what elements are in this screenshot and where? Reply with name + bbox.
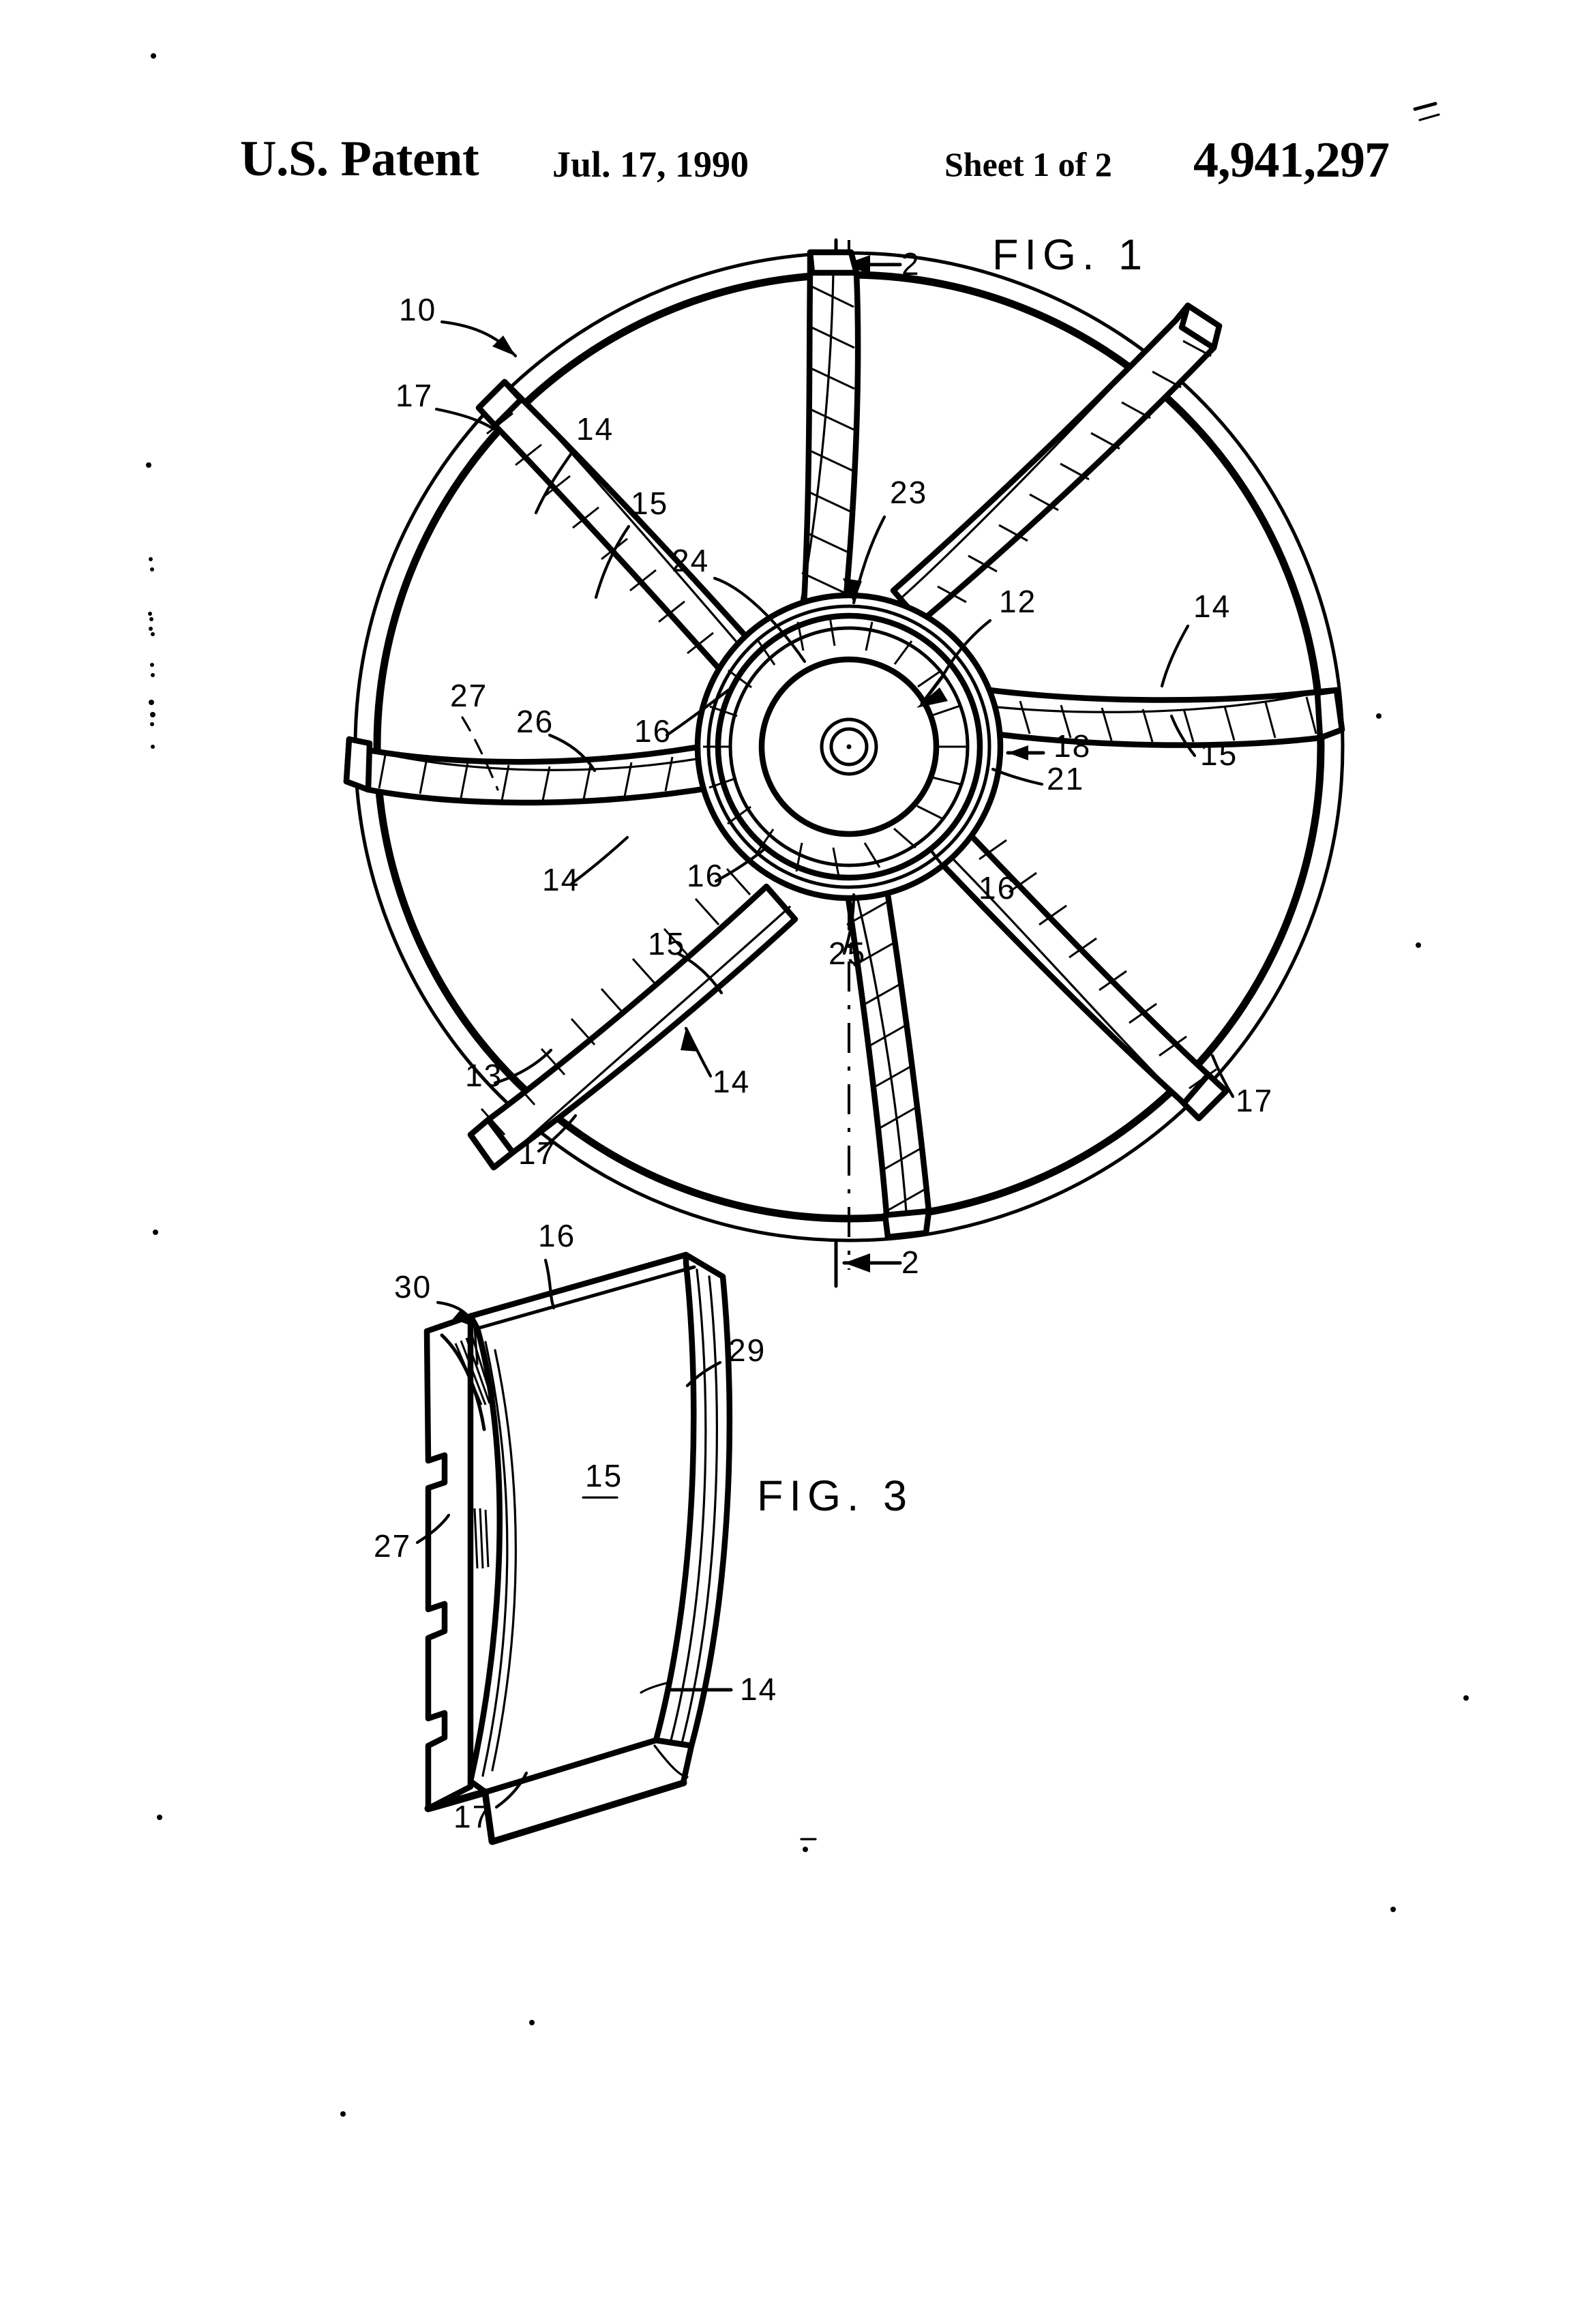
fig1-title: FIG. 1 xyxy=(992,231,1148,279)
patent-number: 4,941,297 xyxy=(1193,132,1390,188)
fan-blades xyxy=(343,249,1345,1240)
figure-3: FIG. 3 xyxy=(374,1218,913,1845)
fig3-leaders xyxy=(415,1258,733,1809)
blade xyxy=(951,683,1345,748)
ref-numeral: 24 xyxy=(672,543,709,578)
ref-numeral: 14 xyxy=(740,1671,777,1707)
ref-numeral: 26 xyxy=(516,704,554,739)
ref-numeral: 15 xyxy=(648,926,685,962)
section-marker-bottom: 2 xyxy=(842,1245,921,1280)
ref-numeral: 21 xyxy=(1047,761,1084,796)
ref-numeral: 27 xyxy=(450,678,488,713)
fig3-blade xyxy=(423,1251,733,1845)
ref-numeral: 15 xyxy=(1200,736,1238,772)
hub-rib-ring xyxy=(703,616,966,877)
ref-numeral: 14 xyxy=(576,411,614,447)
ref-numeral: 16 xyxy=(687,858,724,893)
ref-numeral: 23 xyxy=(890,475,927,510)
fig1-reference-numerals: 10 17 14 15 24 23 12 14 16 18 21 15 27 2… xyxy=(395,292,1273,1171)
fan-hub xyxy=(694,592,1004,902)
blade xyxy=(475,378,775,696)
ref-numeral: 14 xyxy=(713,1064,750,1099)
patent-date: Jul. 17, 1990 xyxy=(552,144,749,185)
ref-numeral: 16 xyxy=(979,870,1016,906)
ref-numeral: 14 xyxy=(542,862,580,897)
patent-office-label: U.S. Patent xyxy=(240,131,479,187)
ref-numeral: 17 xyxy=(453,1799,491,1834)
blade xyxy=(343,736,749,806)
scan-speckles xyxy=(146,53,1469,2117)
fig3-title: FIG. 3 xyxy=(757,1472,913,1520)
ref-numeral: 29 xyxy=(728,1332,766,1368)
ref-numeral-underlined: 15 xyxy=(582,1458,623,1499)
ref-numeral: 17 xyxy=(518,1135,556,1171)
blade xyxy=(890,302,1223,625)
blade xyxy=(919,806,1229,1122)
fig3-reference-numerals: 16 30 29 15 27 14 17 xyxy=(374,1218,777,1834)
ref-numeral: 12 xyxy=(999,584,1036,619)
patent-header: U.S. Patent Jul. 17, 1990 Sheet 1 of 2 4… xyxy=(0,134,1582,209)
fig1-leaders xyxy=(434,320,1235,1153)
figure-1: FIG. 1 2 2 xyxy=(343,231,1345,1288)
ref-numeral: 17 xyxy=(1236,1083,1273,1118)
sheet-indicator: Sheet 1 of 2 xyxy=(944,145,1112,183)
ref-numeral: 16 xyxy=(634,713,672,749)
ref-numeral: 25 xyxy=(829,936,866,971)
ref-numeral: 15 xyxy=(631,486,668,521)
blade xyxy=(467,867,799,1171)
ref-numeral: 18 xyxy=(1054,728,1091,764)
ref-numeral: 17 xyxy=(395,378,433,413)
section-label-bottom: 2 xyxy=(901,1245,921,1280)
ref-numeral: 14 xyxy=(1193,589,1231,624)
ref-numeral: 30 xyxy=(394,1269,432,1305)
ref-numeral: 27 xyxy=(374,1528,411,1564)
ref-numeral: 16 xyxy=(538,1218,576,1253)
ref-numeral: 13 xyxy=(465,1058,503,1093)
ref-numeral: 10 xyxy=(399,292,436,327)
ref-numeral: 15 xyxy=(585,1458,623,1493)
